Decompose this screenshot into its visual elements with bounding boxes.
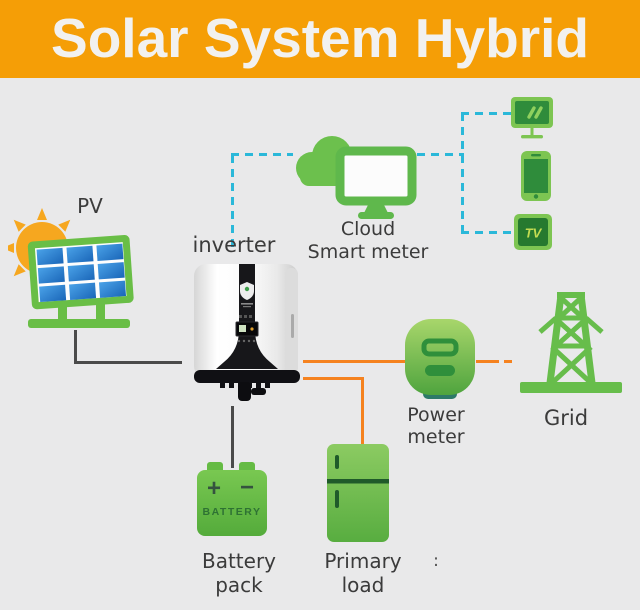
- pv-label: PV: [77, 194, 103, 218]
- power-meter-label: Power meter: [407, 404, 465, 448]
- battery-icon: + − BATTERY: [197, 462, 267, 536]
- grid-tower-icon: [520, 292, 622, 393]
- connector-powermeter-grid-dash: [504, 360, 512, 363]
- cloud-smart-meter-label: Cloud Smart meter: [300, 218, 436, 264]
- battery-plus-symbol: +: [207, 475, 221, 502]
- display-monitor-icon: [511, 97, 553, 139]
- smartphone-icon: [521, 151, 551, 201]
- connector-inverter-cloud-vertical: [231, 155, 234, 252]
- connector-powermeter-grid: [476, 360, 499, 363]
- connector-pv-inverter: [74, 361, 182, 364]
- battery-text: BATTERY: [203, 506, 262, 518]
- smart-meter-monitor-icon: [335, 146, 417, 219]
- connector-inverter-powermeter: [303, 360, 409, 363]
- page-title: Solar System Hybrid: [0, 0, 640, 78]
- connector-trunk-monitor: [461, 112, 511, 115]
- power-meter-icon: [405, 319, 475, 399]
- primary-load-suffix: :: [433, 551, 439, 571]
- connector-inverter-load-horizontal: [303, 377, 364, 380]
- primary-load-label: Primary load: [324, 549, 402, 597]
- connector-inverter-battery: [231, 406, 234, 468]
- connector-inverter-load-vertical: [361, 377, 364, 444]
- connector-inverter-cloud-horizontal: [231, 153, 293, 156]
- tv-icon: TV: [514, 214, 552, 250]
- connector-pv-down: [74, 330, 77, 364]
- solar-panel-icon: [8, 208, 134, 328]
- battery-pack-label: Battery pack: [201, 549, 277, 597]
- inverter-label: inverter: [192, 233, 276, 257]
- cloud-label-line1: Cloud: [340, 218, 396, 240]
- tv-label: TV: [525, 226, 543, 241]
- connector-devices-trunk: [461, 113, 464, 234]
- grid-label: Grid: [543, 406, 589, 430]
- connector-cloud-trunk: [417, 153, 464, 156]
- refrigerator-icon: [327, 444, 389, 542]
- connector-trunk-tv: [461, 231, 514, 234]
- inverter-icon: [194, 264, 300, 401]
- cloud-label-line2: Smart meter: [307, 241, 429, 263]
- battery-minus-symbol: −: [240, 474, 254, 501]
